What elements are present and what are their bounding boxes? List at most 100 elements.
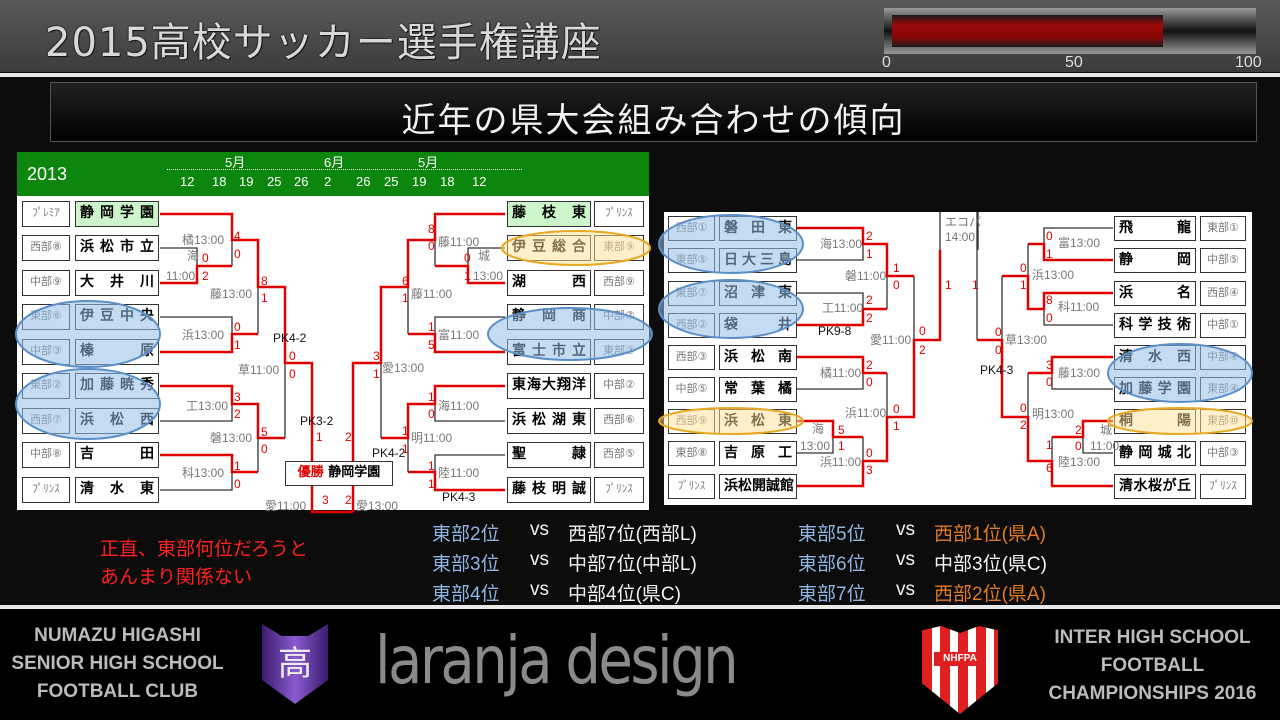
score-label: 0 [995,325,1002,339]
score-label: 6 [402,274,409,288]
champion-label: 優勝 [297,465,324,480]
team-name: 榛原 [75,339,159,365]
team-name: 清水東 [75,477,159,503]
venue-label: 海 [187,249,200,263]
score-label: 0 [866,446,873,460]
score-label: 1 [1020,278,1027,292]
score-label: 8 [428,222,435,236]
matchup-team-a: 東部3位 [432,554,500,575]
score-label: 0 [428,239,435,253]
team-seed: 東部⑦ [668,281,715,306]
team-name: 加藤暁秀 [75,373,159,399]
note-line: 正直、東部何位だろうと [100,538,308,560]
team-name: 静岡城北 [1114,441,1196,466]
score-label: 0 [464,251,471,265]
team-name: 浜松東 [719,409,797,434]
team-name: 静岡学園 [75,201,159,227]
score-label: 2 [866,293,873,307]
team-seed: 西部③ [668,345,715,370]
score-label: 1 [972,278,979,292]
team-seed: 中部① [1200,313,1246,338]
note-line: あんまり関係ない [100,566,253,588]
team-name: 東海大翔洋 [507,373,591,399]
venue-label: 11:00 [1090,439,1120,453]
score-label: 1 [838,439,845,453]
matchup-team-b: 中部3位(県C) [934,554,1047,575]
team-seed: ﾌﾟﾘﾝｽ [668,474,715,499]
score-label: 0 [1046,311,1053,325]
team-name: 藤枝明誠 [507,477,591,503]
score-label: 0 [289,367,296,381]
team-seed: 東部⑧ [668,441,715,466]
score-label: 1 [1046,247,1053,261]
score-label: 1 [945,278,952,292]
date-label: 18 [440,174,455,189]
venue-label: 海11:00 [438,399,480,413]
month-label: 5月 [418,155,439,170]
score-label: 0 [234,320,241,334]
matchup-vs: vs [896,579,915,600]
venue-label: 磐11:00 [845,269,887,283]
score-label: 2 [234,407,241,421]
month-label: 5月 [225,155,246,170]
team-name: 常葉橘 [719,377,797,402]
score-label: 0 [1075,439,1082,453]
date-label: 19 [239,174,254,189]
team-name: 伊豆中央 [75,304,159,330]
matchup-team-b: 中部4位(県C) [568,584,681,605]
score-label: 1 [261,291,268,305]
score-label: 1 [1046,438,1053,452]
matchup-team-b: 西部2位(県A) [934,584,1046,605]
matchup-vs: vs [896,519,915,540]
score-label: 2 [866,229,873,243]
team-name: 清水桜が丘 [1114,474,1196,499]
venue-label: 浜13:00 [182,328,225,342]
score-label: 3 [322,493,329,507]
team-name: 大井川 [75,270,159,296]
score-label: 3 [866,463,873,477]
score-label: 1 [428,320,435,334]
championship-line: FOOTBALL [1100,655,1205,676]
matchup-vs: vs [896,549,915,570]
score-label: 2 [866,311,873,325]
team-seed: 東部① [1200,216,1246,241]
progress-tick-50: 50 [1065,54,1083,71]
score-label: 2 [345,430,352,444]
score-label: 3 [234,390,241,404]
team-name: 科学技術 [1114,313,1196,338]
pk-label: PK9-8 [818,324,852,338]
team-seed: 中部⑦ [594,304,644,330]
subtitle-bar: 近年の県大会組み合わせの傾向 [50,82,1257,142]
year-label: 2013 [27,164,68,184]
venue-label: 海13:00 [820,237,863,251]
team-seed: 西部② [668,313,715,338]
score-label: 0 [234,247,241,261]
date-label: 19 [412,174,427,189]
venue-label: 藤13:00 [1058,366,1101,380]
venue-label: 草13:00 [1005,333,1048,347]
team-name: 湖西 [507,270,591,296]
matchup-vs: vs [530,549,549,570]
score-label: 0 [202,251,209,265]
score-label: 0 [919,324,926,338]
score-label: 3 [1046,358,1053,372]
team-name: 飛龍 [1114,216,1196,241]
pk-label: PK4-3 [980,363,1014,377]
team-name: 富士市立 [507,339,591,365]
team-seed: 西部⑨ [668,409,715,434]
team-name: 静岡 [1114,248,1196,273]
score-label: 0 [234,477,241,491]
score-label: 2 [866,358,873,372]
score-label: 0 [1020,401,1027,415]
team-name: 清水西 [1114,345,1196,370]
matchup-vs: vs [530,579,549,600]
team-name: 浜松西 [75,408,159,434]
pk-label: PK4-2 [372,446,406,460]
venue-label: 浜13:00 [1032,268,1075,282]
date-label: 25 [384,174,399,189]
venue-label: 陸11:00 [438,466,480,480]
score-label: 8 [1046,293,1053,307]
venue-label: 城 [1100,423,1113,437]
score-label: 0 [1046,375,1053,389]
